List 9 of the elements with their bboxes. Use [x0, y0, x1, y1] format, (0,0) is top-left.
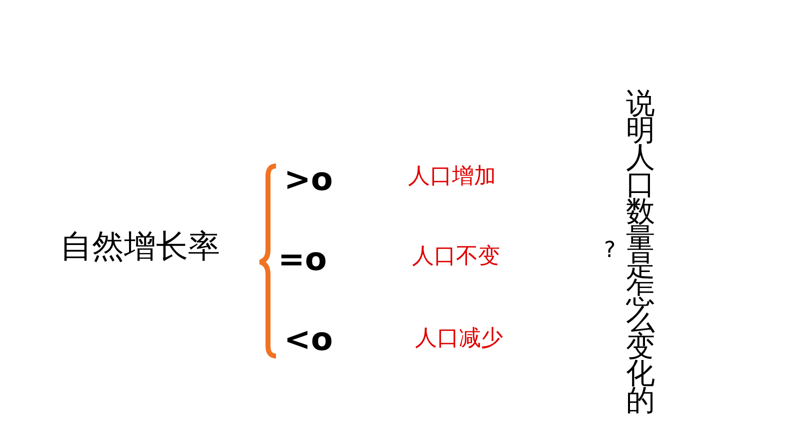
result-label: 人口减少: [415, 328, 503, 350]
question-text: 说明人口数量是怎么变化的: [626, 90, 656, 414]
condition-label: >o: [284, 163, 333, 195]
condition-label: <o: [284, 323, 333, 355]
result-label: 人口不变: [412, 246, 500, 268]
result-label: 人口增加: [408, 166, 496, 188]
question-mark: ?: [604, 240, 616, 262]
condition-label: =o: [278, 243, 327, 275]
term-label: 自然增长率: [60, 230, 220, 262]
